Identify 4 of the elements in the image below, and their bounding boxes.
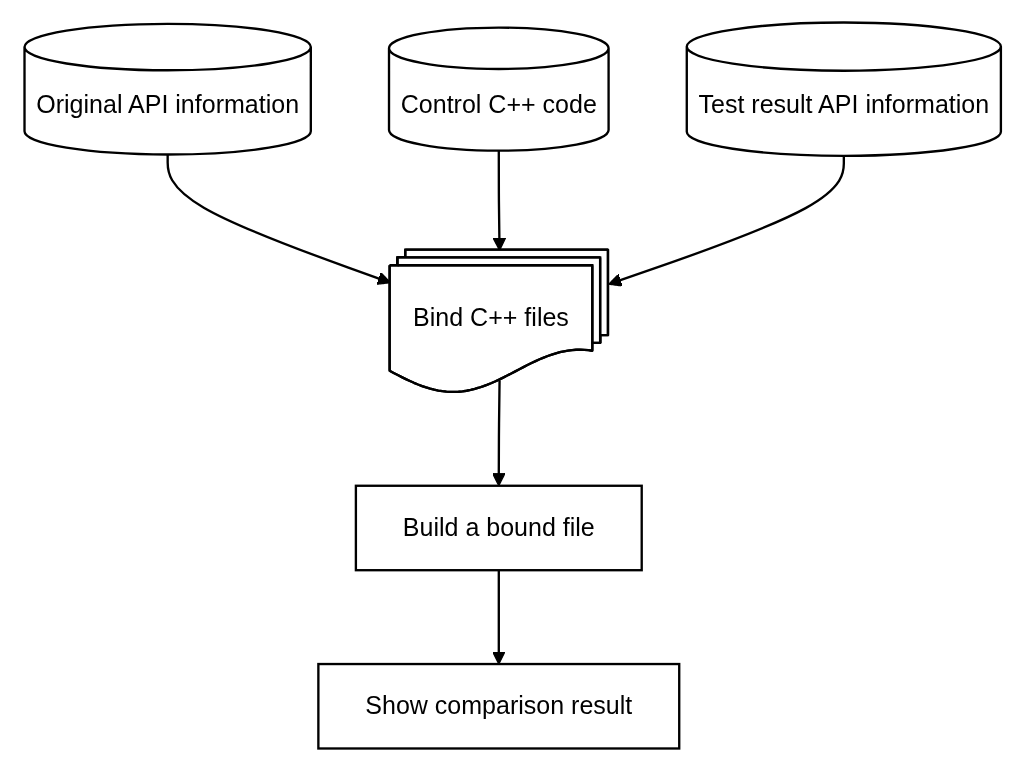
arrow <box>492 570 506 665</box>
node-box: Show comparison result <box>317 662 681 750</box>
node-box: Build a bound file <box>355 484 644 572</box>
arrow <box>608 155 846 287</box>
